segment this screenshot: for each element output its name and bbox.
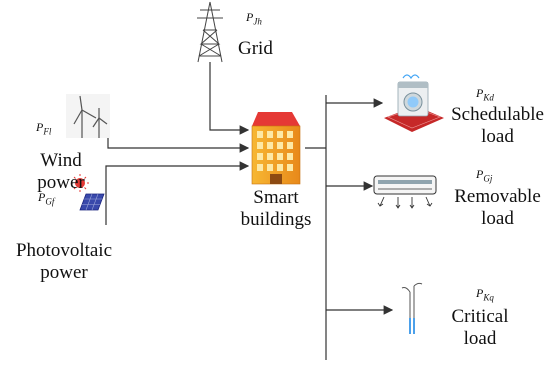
schedulable-load-line1: Schedulable (451, 104, 544, 125)
air-conditioner-icon (373, 175, 437, 209)
washing-machine-icon (384, 74, 444, 132)
grid-label: Grid (238, 38, 273, 59)
pv-line (105, 161, 250, 225)
critical-load-symbol: PKq (476, 286, 494, 303)
critical-load-label: Critical load (440, 306, 520, 350)
transmission-tower-icon (197, 1, 223, 63)
removable-load-line2: load (481, 208, 514, 229)
removable-load-symbol: PGj (476, 167, 493, 184)
grid-power-symbol: PJh (246, 10, 262, 27)
wind-label-line1: Wind (40, 150, 82, 171)
wind-line (107, 122, 250, 153)
pv-label-line2: power (40, 262, 88, 283)
building-label: Smart buildings (232, 187, 320, 231)
removable-load-label: Removable load (440, 186, 555, 230)
wind-label: Wind power (16, 150, 106, 194)
schedulable-load-symbol: PKd (476, 86, 494, 103)
pv-label: Photovoltaic power (0, 240, 128, 284)
schedulable-load-label: Schedulable load (440, 104, 555, 148)
removable-load-line1: Removable (454, 186, 541, 207)
smart-building-icon (251, 112, 301, 185)
building-label-line2: buildings (240, 209, 312, 230)
wind-power-symbol: PFl (36, 120, 52, 137)
wind-turbine-icon (66, 94, 110, 138)
pv-label-line1: Photovoltaic (15, 240, 113, 261)
critical-load-line1: Critical (451, 306, 509, 327)
wind-label-line2: power (37, 172, 85, 193)
critical-load-line2: load (463, 328, 497, 349)
solar-panel-icon (71, 174, 105, 211)
schedulable-load-line2: load (481, 126, 514, 147)
street-lamp-icon (401, 282, 423, 334)
building-label-line1: Smart (253, 187, 299, 208)
grid-line (209, 62, 250, 135)
pv-power-symbol: PGf (38, 190, 55, 207)
